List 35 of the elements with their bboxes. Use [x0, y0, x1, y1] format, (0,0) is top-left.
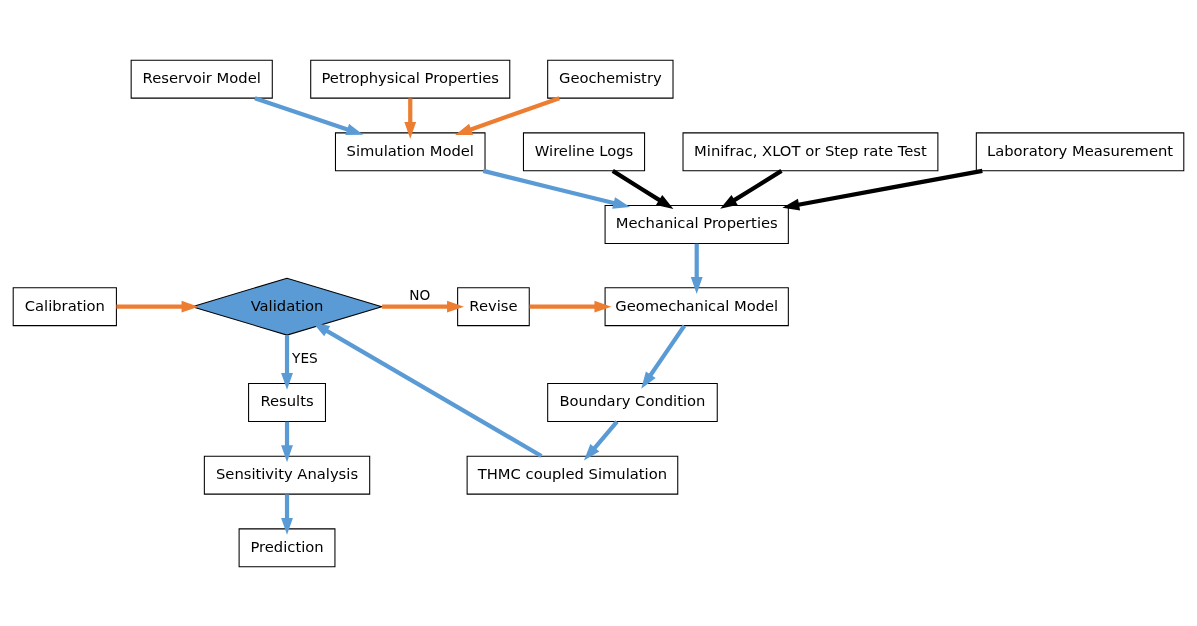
- node-box: Geochemistry: [547, 59, 674, 99]
- arrow: [529, 300, 612, 313]
- arrow: [312, 322, 543, 458]
- arrow: [281, 421, 293, 462]
- node-box: Simulation Model: [334, 131, 486, 171]
- arrow: [782, 168, 983, 210]
- node-box: THMC coupled Simulation: [466, 455, 679, 495]
- arrow: [611, 168, 674, 209]
- arrow: [455, 95, 561, 135]
- node-box: Results: [248, 382, 326, 422]
- arrow: [690, 243, 703, 294]
- arrow: [116, 300, 199, 313]
- node-box: Laboratory Measurement: [975, 131, 1185, 171]
- node-box: Minifrac, XLOT or Step rate Test: [682, 131, 939, 171]
- edge-label: YES: [292, 349, 318, 366]
- node-box: Boundary Condition: [547, 382, 718, 422]
- arrow: [641, 324, 687, 389]
- node-box: Mechanical Properties: [604, 204, 789, 244]
- node-box: Petrophysical Properties: [310, 59, 511, 99]
- node-box: Reservoir Model: [130, 59, 273, 99]
- arrow: [281, 334, 293, 390]
- arrow: [404, 97, 417, 139]
- arrow: [482, 168, 630, 209]
- node-box: Revise: [457, 286, 530, 326]
- arrow: [254, 95, 364, 135]
- node-box: Prediction: [238, 527, 336, 567]
- arrow: [720, 168, 783, 209]
- node-box: Calibration: [12, 286, 117, 326]
- node-box: Geomechanical Model: [604, 286, 789, 326]
- arrow: [382, 300, 464, 313]
- node-box: Sensitivity Analysis: [203, 455, 371, 495]
- node-box: Wireline Logs: [522, 131, 646, 171]
- arrow: [583, 419, 619, 461]
- edge-label: NO: [409, 286, 431, 303]
- arrow: [281, 493, 293, 535]
